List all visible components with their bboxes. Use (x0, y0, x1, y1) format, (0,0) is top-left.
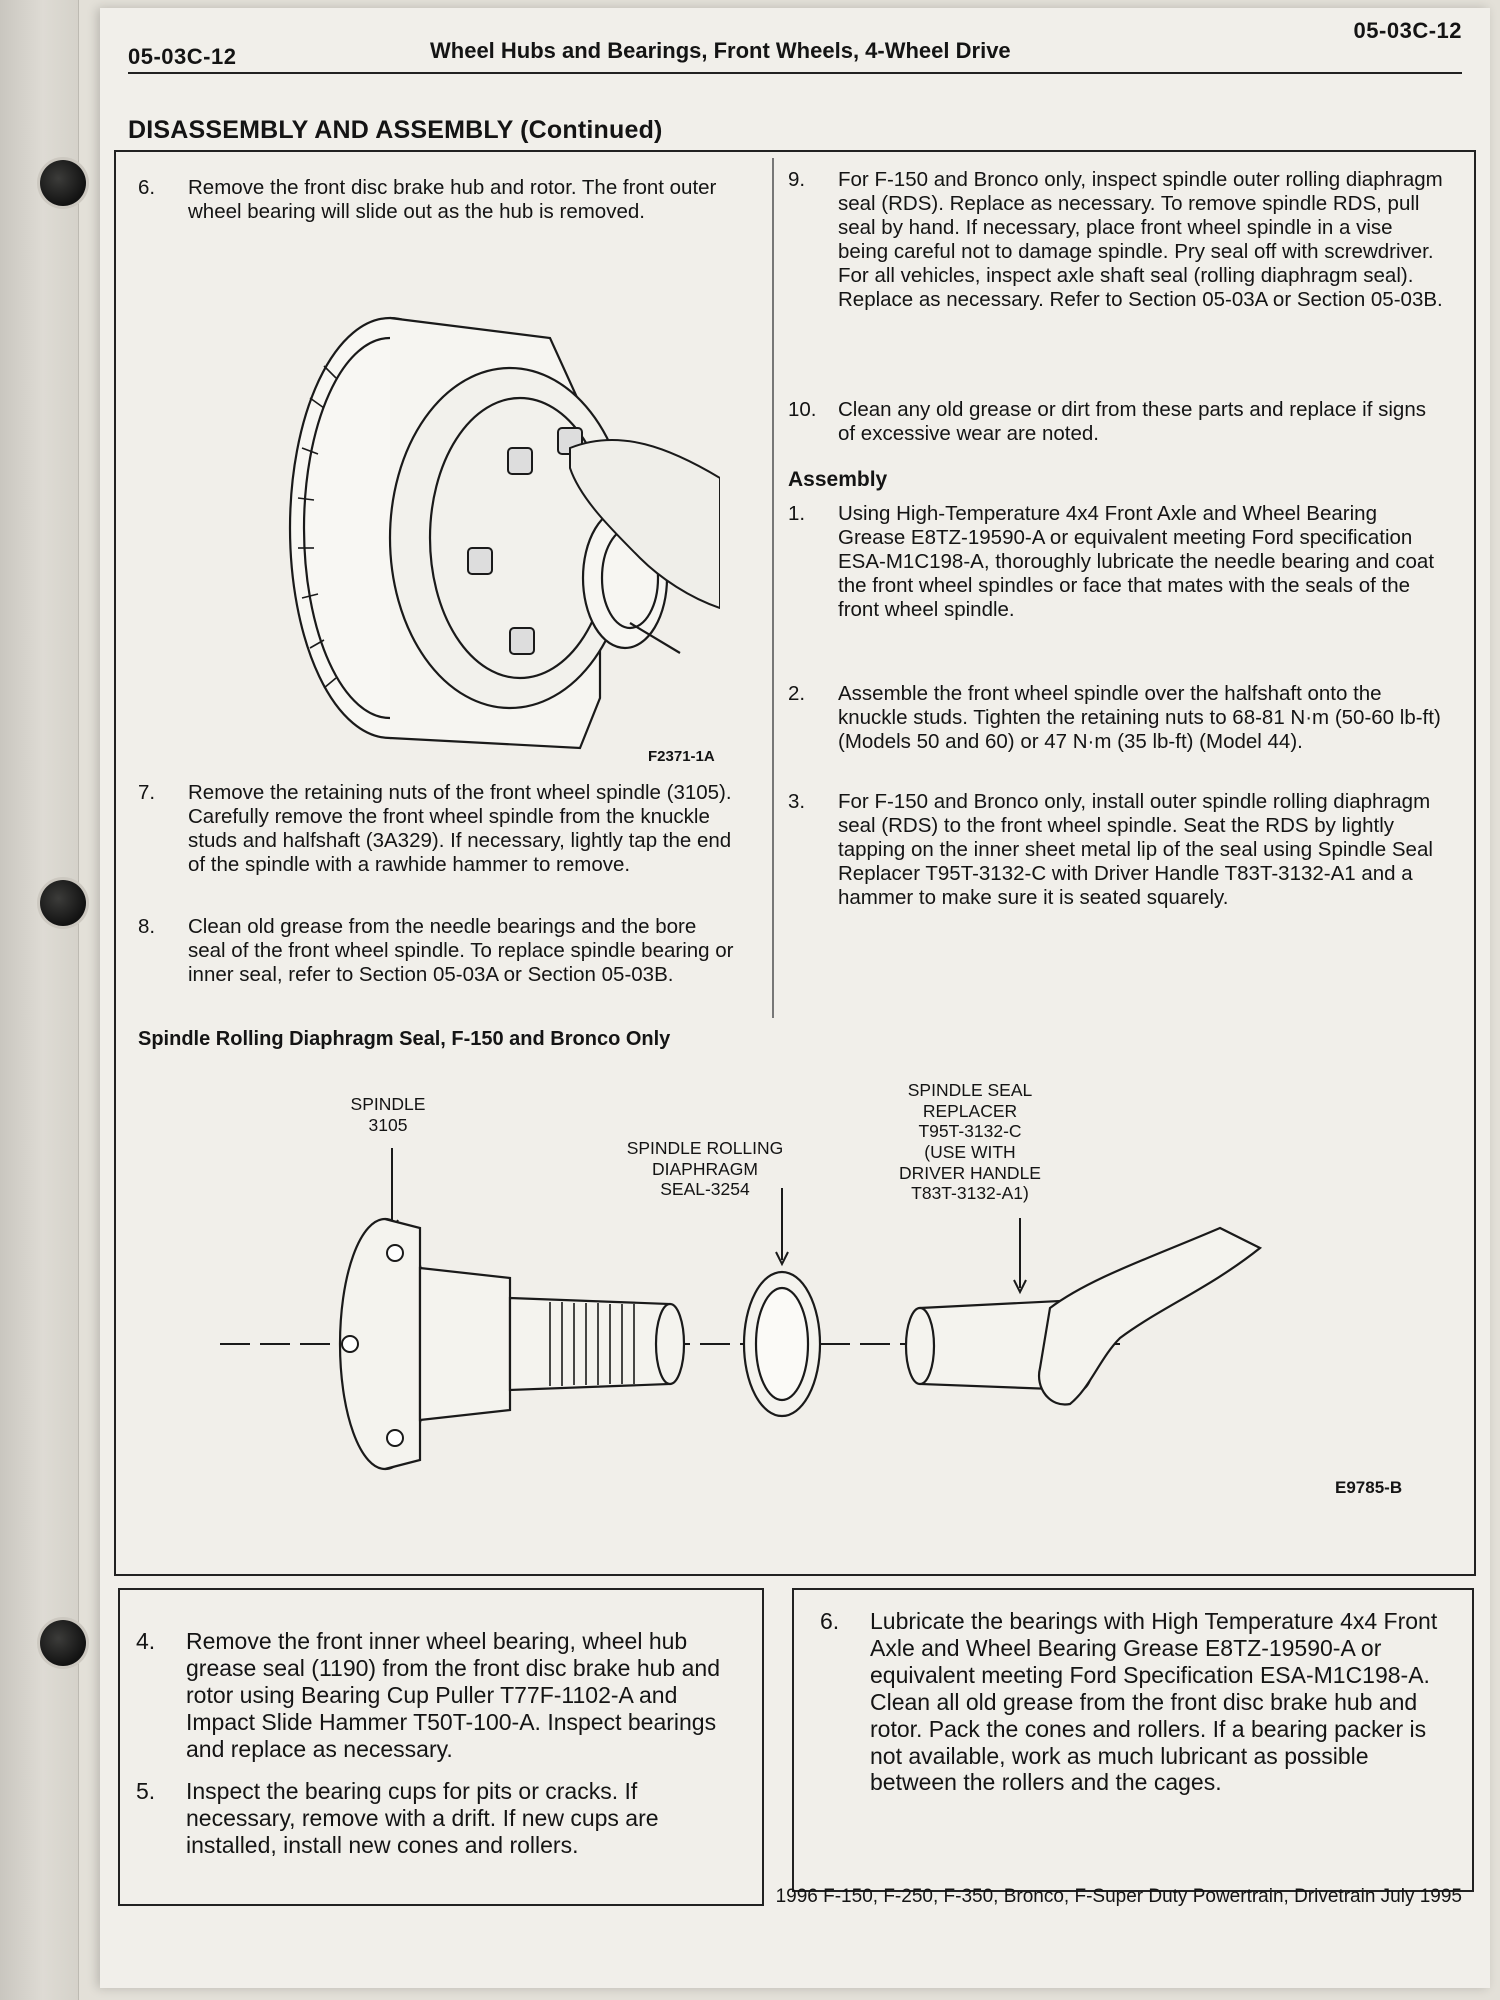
binder-hole (40, 160, 86, 206)
label-seal-replacer: SPINDLE SEAL REPLACER T95T-3132-C (USE W… (899, 1080, 1041, 1204)
binder-edge (0, 0, 86, 2000)
page-footer: 1996 F-150, F-250, F-350, Bronco, F-Supe… (775, 1886, 1462, 1907)
column-divider (772, 158, 774, 1018)
figure2-caption: E9785-B (1335, 1478, 1403, 1497)
bottom-left-box (118, 1588, 764, 1906)
assembly-heading: Assembly (788, 468, 888, 491)
label-rolling-seal: SPINDLE ROLLING DIAPHRAGM SEAL-3254 (626, 1138, 784, 1200)
bottom-right-box (792, 1588, 1474, 1892)
manual-page: 05-03C-12 Wheel Hubs and Bearings, Front… (100, 8, 1490, 1988)
section-title: DISASSEMBLY AND ASSEMBLY (Continued) (128, 116, 663, 144)
binder-hole (40, 880, 86, 926)
spindle-seal-illustration (220, 1148, 1263, 1471)
binder-hole (40, 1620, 86, 1666)
header-rule (128, 72, 1462, 74)
figure2-title: Spindle Rolling Diaphragm Seal, F-150 an… (138, 1028, 671, 1050)
main-frame (114, 150, 1476, 1576)
page-title: Wheel Hubs and Bearings, Front Wheels, 4… (430, 38, 1011, 63)
label-spindle: SPINDLE 3105 (350, 1094, 426, 1135)
figure1-caption: F2371-1A (648, 748, 715, 765)
page-code-left: 05-03C-12 (128, 44, 237, 69)
page-code-right: 05-03C-12 (1353, 18, 1462, 43)
hub-rotor-illustration (288, 316, 720, 750)
